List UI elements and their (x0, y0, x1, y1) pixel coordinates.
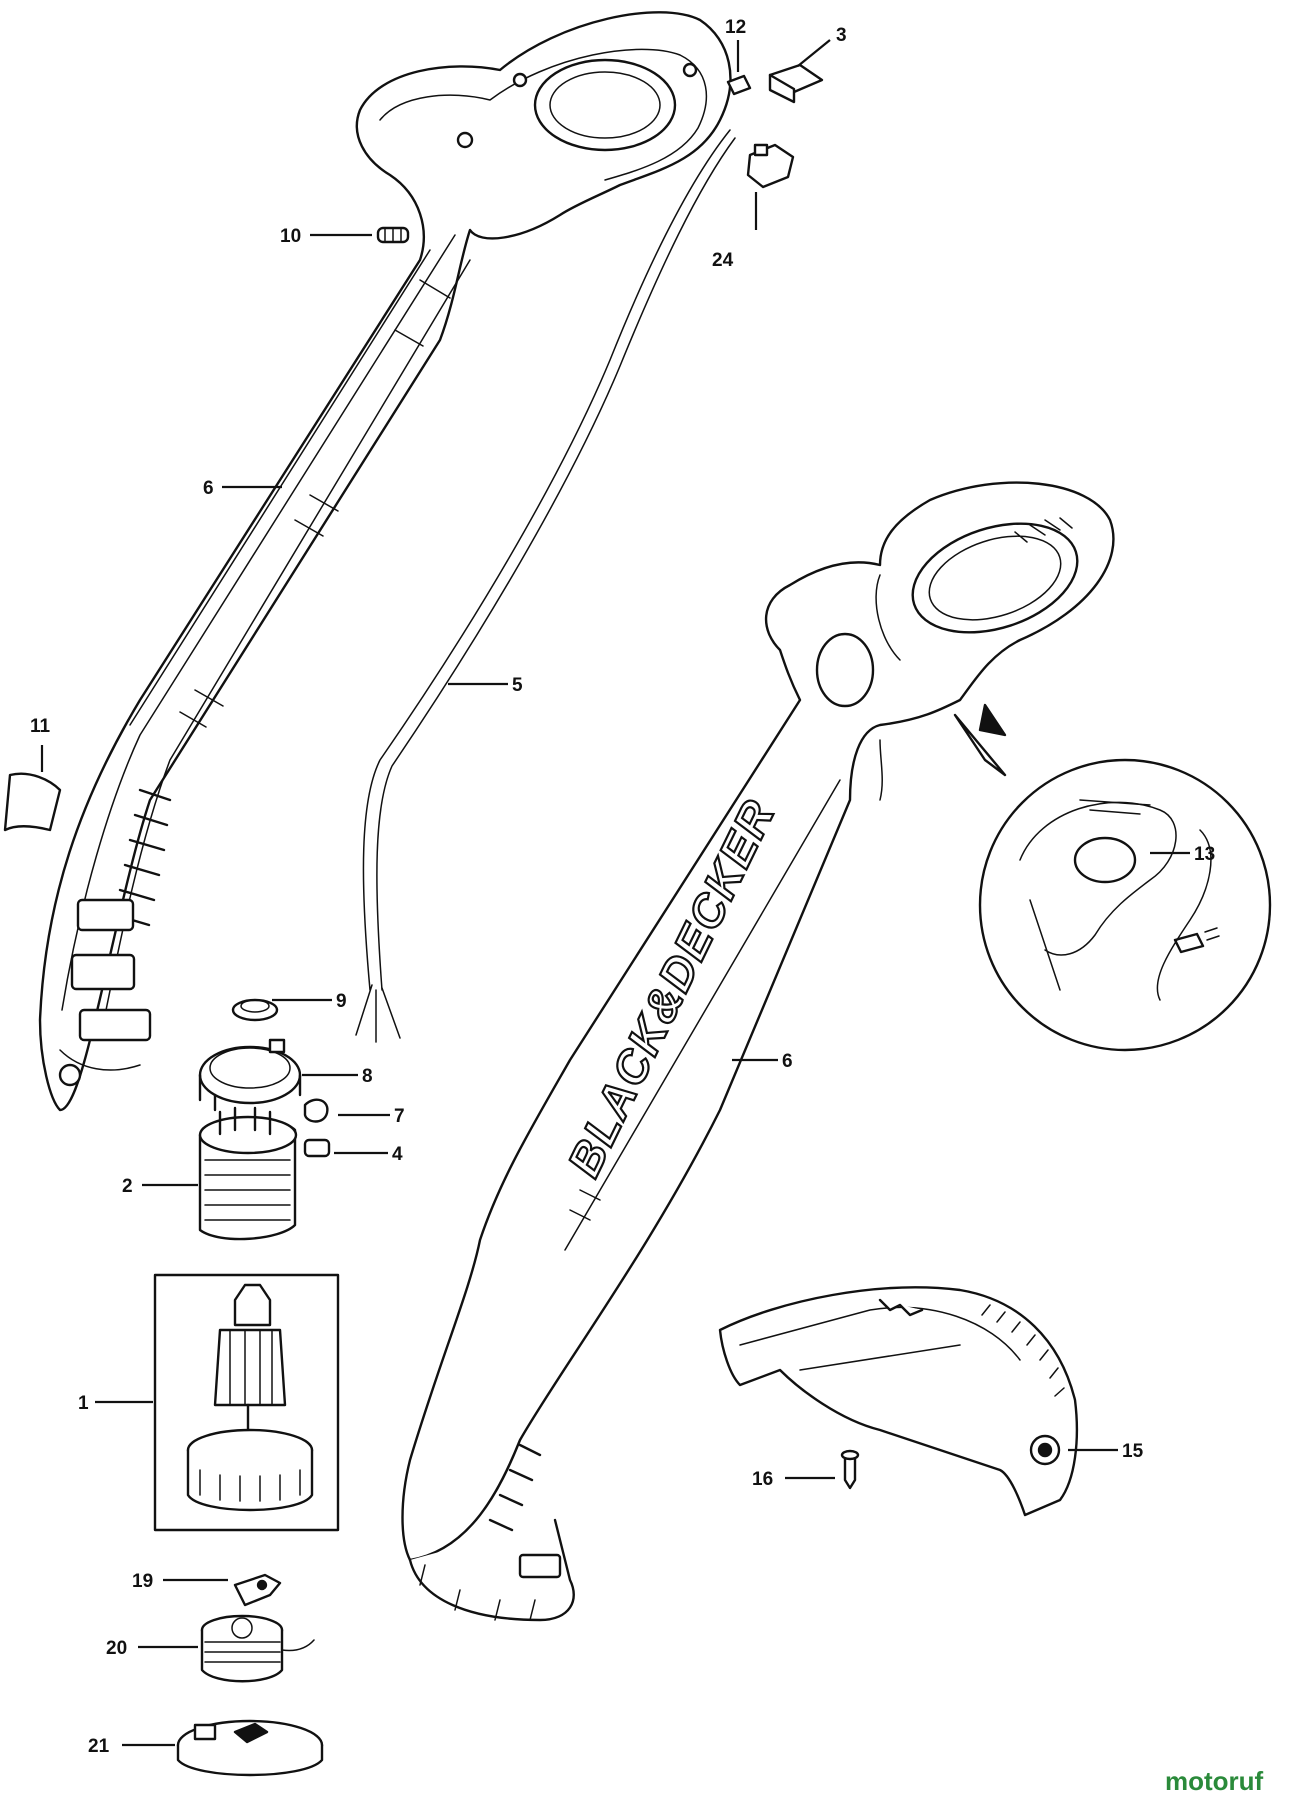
detail-circle-cord (953, 703, 1272, 1052)
brush-holder-8 (198, 1038, 302, 1112)
callout-21: 21 (88, 1736, 110, 1757)
callout-24: 24 (712, 250, 734, 271)
wire-harness (355, 129, 736, 1043)
spool-cover-21 (176, 1719, 324, 1777)
spring-7 (303, 1098, 329, 1123)
callout-8: 8 (362, 1066, 373, 1087)
callout-3: 3 (836, 25, 847, 46)
callout-20: 20 (106, 1638, 127, 1659)
spool-retainer-19 (233, 1573, 282, 1607)
screw-16 (840, 1449, 860, 1490)
housing-half-left (38, 11, 732, 1112)
armature-1 (153, 1273, 340, 1532)
callout-15: 15 (1122, 1441, 1144, 1462)
brush-4 (303, 1138, 331, 1158)
callout-9: 9 (336, 991, 347, 1012)
callout-5: 5 (512, 675, 523, 696)
motor-cap-9 (231, 998, 279, 1022)
callout-13: 13 (1194, 844, 1215, 865)
watermark-logo: motoruf (1165, 1766, 1264, 1796)
leader-lines (40, 39, 1190, 1747)
stator-2 (198, 1106, 298, 1241)
spool-20 (200, 1614, 315, 1683)
callout-6-left: 6 (203, 478, 214, 499)
callout-7: 7 (394, 1106, 405, 1127)
callout-12: 12 (725, 17, 746, 38)
callout-4: 4 (392, 1144, 403, 1165)
callout-19: 19 (132, 1571, 153, 1592)
callout-16: 16 (752, 1469, 773, 1490)
label-plate-11 (3, 772, 62, 832)
callout-2: 2 (122, 1176, 133, 1197)
callout-10: 10 (280, 226, 301, 247)
screw-10 (376, 226, 410, 244)
callout-6-right: 6 (782, 1051, 793, 1072)
callout-11: 11 (30, 716, 51, 737)
callout-1: 1 (78, 1393, 89, 1414)
callout-labels: 12 3 24 10 6 5 11 9 8 7 4 2 1 6 13 15 16… (30, 17, 1215, 1757)
switch-parts (726, 63, 824, 189)
guard-15 (718, 1286, 1079, 1517)
